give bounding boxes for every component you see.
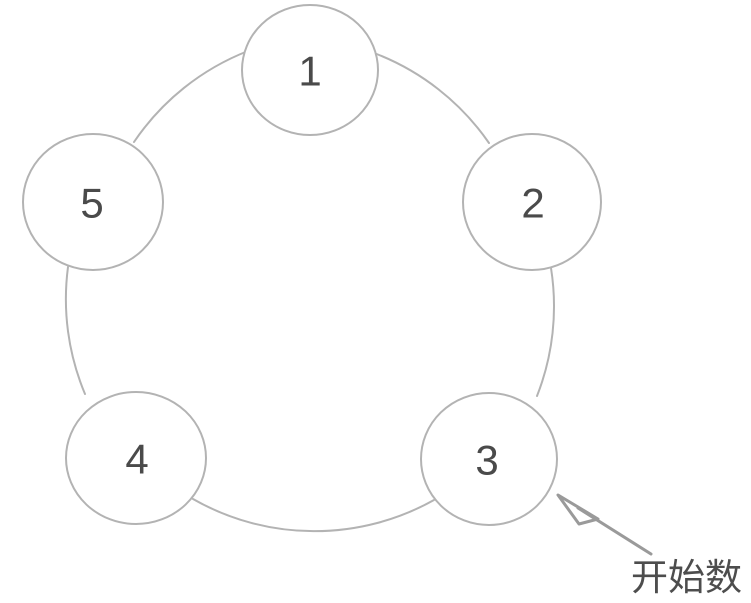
node-group: 1 2 3 4 5 bbox=[22, 4, 602, 526]
edge-2-3 bbox=[536, 267, 556, 397]
start-annotation-label: 开始数 bbox=[631, 556, 742, 599]
arrow-head-icon bbox=[556, 493, 600, 526]
node-4-label: 4 bbox=[125, 436, 148, 483]
edge-4-5 bbox=[64, 266, 86, 395]
node-5-label: 5 bbox=[80, 180, 103, 227]
node-5-circle[interactable] bbox=[22, 133, 164, 271]
node-2-label: 2 bbox=[521, 180, 544, 227]
node-4[interactable]: 4 bbox=[65, 391, 207, 525]
node-1-circle[interactable] bbox=[241, 4, 379, 136]
edge-1-2 bbox=[373, 52, 490, 144]
node-2-circle[interactable] bbox=[462, 133, 602, 271]
edge-3-4 bbox=[192, 498, 435, 533]
start-annotation-arrow bbox=[556, 493, 653, 556]
node-2[interactable]: 2 bbox=[462, 133, 602, 271]
node-5[interactable]: 5 bbox=[22, 133, 164, 271]
edge-5-1 bbox=[133, 50, 249, 143]
edge-group bbox=[64, 50, 556, 533]
node-3-label: 3 bbox=[475, 437, 498, 484]
node-1[interactable]: 1 bbox=[241, 4, 379, 136]
node-4-circle[interactable] bbox=[65, 391, 207, 525]
node-3-circle[interactable] bbox=[420, 392, 558, 526]
node-3[interactable]: 3 bbox=[420, 392, 558, 526]
node-1-label: 1 bbox=[298, 48, 321, 95]
